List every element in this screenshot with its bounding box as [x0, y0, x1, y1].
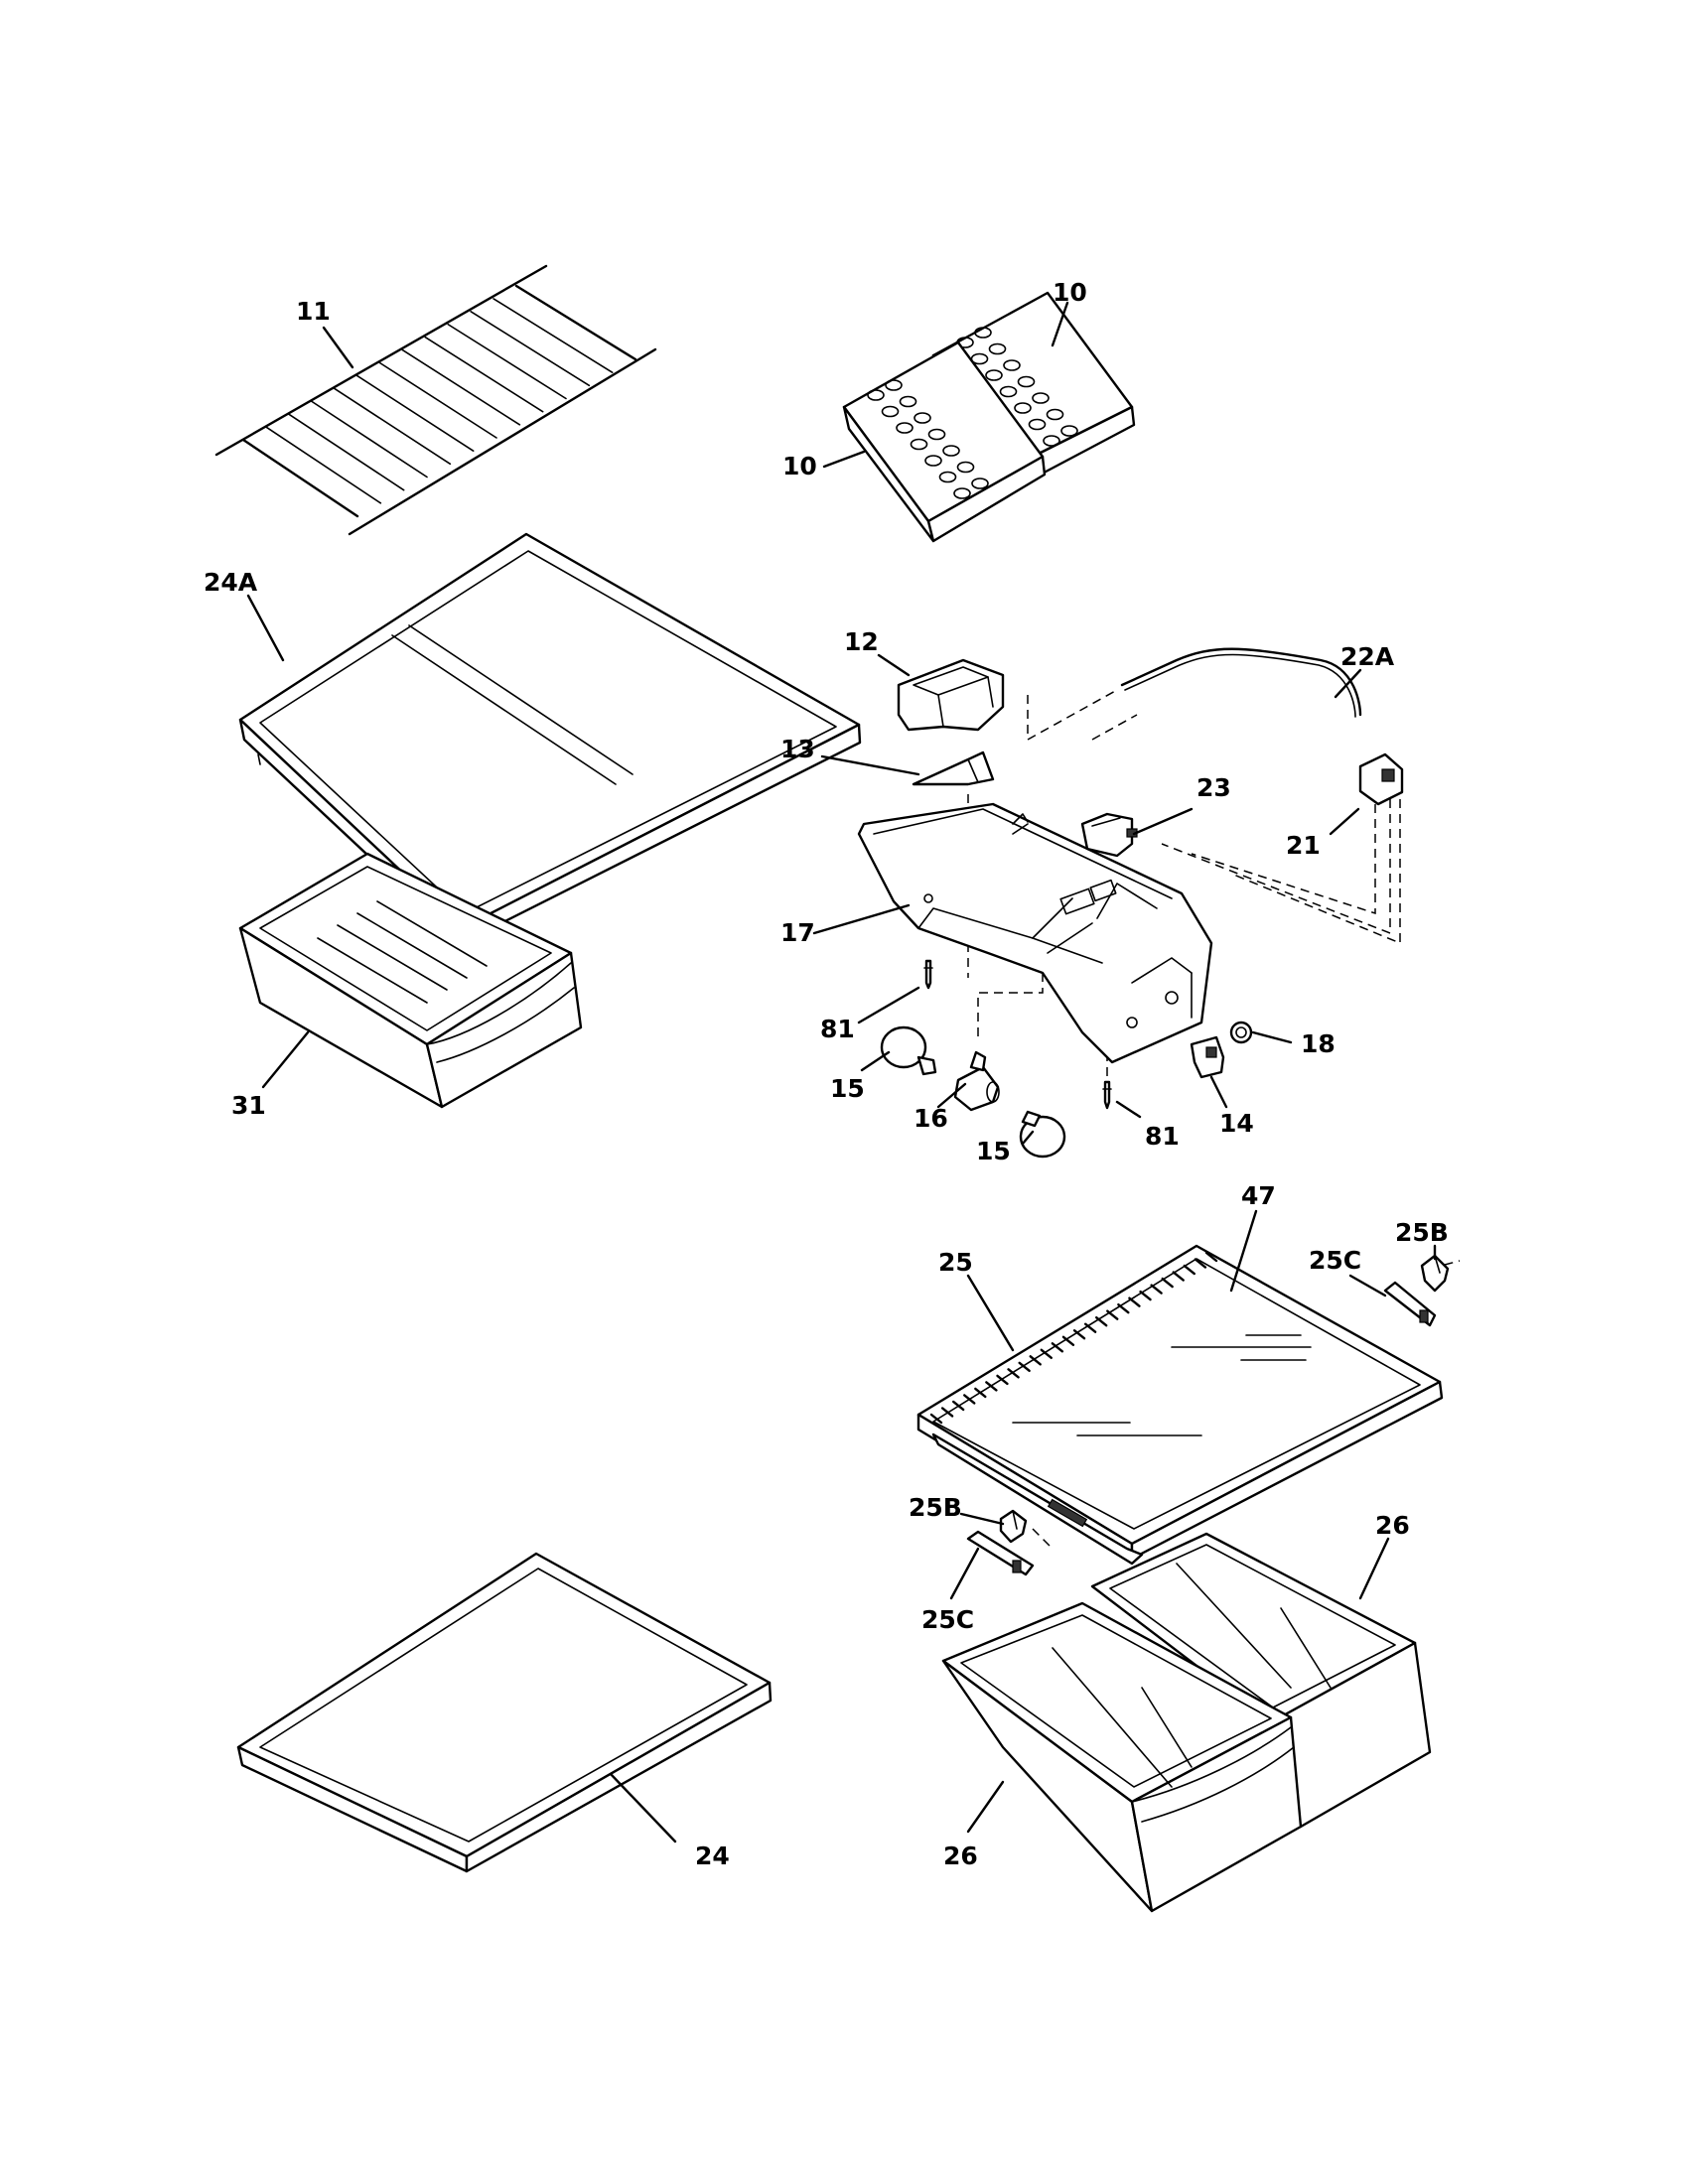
callout-10-lower: 10 — [782, 452, 817, 480]
part-25-crisper-cover — [916, 1244, 1444, 1566]
part-12-ice-insert — [897, 658, 1005, 732]
callout-26-upper: 26 — [1375, 1511, 1410, 1540]
callout-47: 47 — [1241, 1181, 1276, 1210]
callout-14: 14 — [1219, 1109, 1254, 1138]
callout-23: 23 — [1196, 773, 1231, 802]
callout-81-left: 81 — [820, 1015, 855, 1043]
callout-25C-bottom: 25C — [921, 1605, 974, 1634]
part-21-connector — [1358, 752, 1404, 806]
callout-15-right: 15 — [976, 1137, 1011, 1165]
callout-16: 16 — [914, 1104, 948, 1133]
part-26-crisper-drawer-rear — [1090, 1532, 1432, 1829]
part-25B-clip-bottom — [999, 1509, 1028, 1544]
part-11-wire-shelf — [214, 264, 657, 536]
part-31-freezer-pan — [238, 852, 583, 1109]
part-23-thermostat — [1080, 812, 1138, 858]
callout-18: 18 — [1301, 1029, 1336, 1058]
callout-22A: 22A — [1340, 642, 1395, 671]
callout-24: 24 — [695, 1842, 730, 1870]
part-24-glass-shelf — [236, 1552, 773, 1873]
callout-25B-top: 25B — [1395, 1218, 1449, 1247]
part-15-bulb-left — [880, 1025, 937, 1076]
part-17-light-housing — [857, 802, 1213, 1064]
part-81-screw-right — [1102, 1080, 1112, 1110]
part-13-diffuser — [912, 751, 995, 786]
part-26-crisper-drawer-front — [941, 1601, 1303, 1913]
part-15-bulb-right — [1019, 1110, 1066, 1159]
callout-13: 13 — [780, 735, 815, 763]
callout-11: 11 — [296, 297, 331, 326]
callout-labels: 11 10 10 24A 12 22A 13 23 21 17 31 81 18… — [204, 278, 1449, 1870]
callout-24A: 24A — [204, 568, 258, 597]
leader-lines — [246, 301, 1437, 1843]
part-10-ice-tray-lower — [842, 341, 1047, 543]
callout-81-right: 81 — [1145, 1122, 1180, 1151]
part-22A-wire-harness — [1120, 647, 1362, 718]
part-16-socket — [953, 1050, 1000, 1112]
part-25C-support-top — [1383, 1281, 1437, 1327]
callout-21: 21 — [1286, 831, 1321, 860]
callout-25B-bottom: 25B — [909, 1493, 962, 1522]
callout-25: 25 — [938, 1248, 973, 1277]
callout-10-upper: 10 — [1053, 278, 1087, 307]
callout-12: 12 — [844, 627, 879, 656]
callout-26-lower: 26 — [943, 1842, 978, 1870]
callout-17: 17 — [780, 918, 815, 947]
callout-31: 31 — [231, 1091, 266, 1120]
part-47-cover-glass — [1012, 1334, 1312, 1436]
part-25B-clip-top — [1420, 1254, 1450, 1293]
part-25C-support-bottom — [966, 1530, 1035, 1576]
part-81-screw-left — [923, 959, 933, 990]
callout-15-left: 15 — [830, 1074, 865, 1103]
callout-25C-top: 25C — [1309, 1246, 1361, 1275]
part-14-switch — [1190, 1035, 1225, 1079]
part-18-button — [1229, 1021, 1253, 1044]
